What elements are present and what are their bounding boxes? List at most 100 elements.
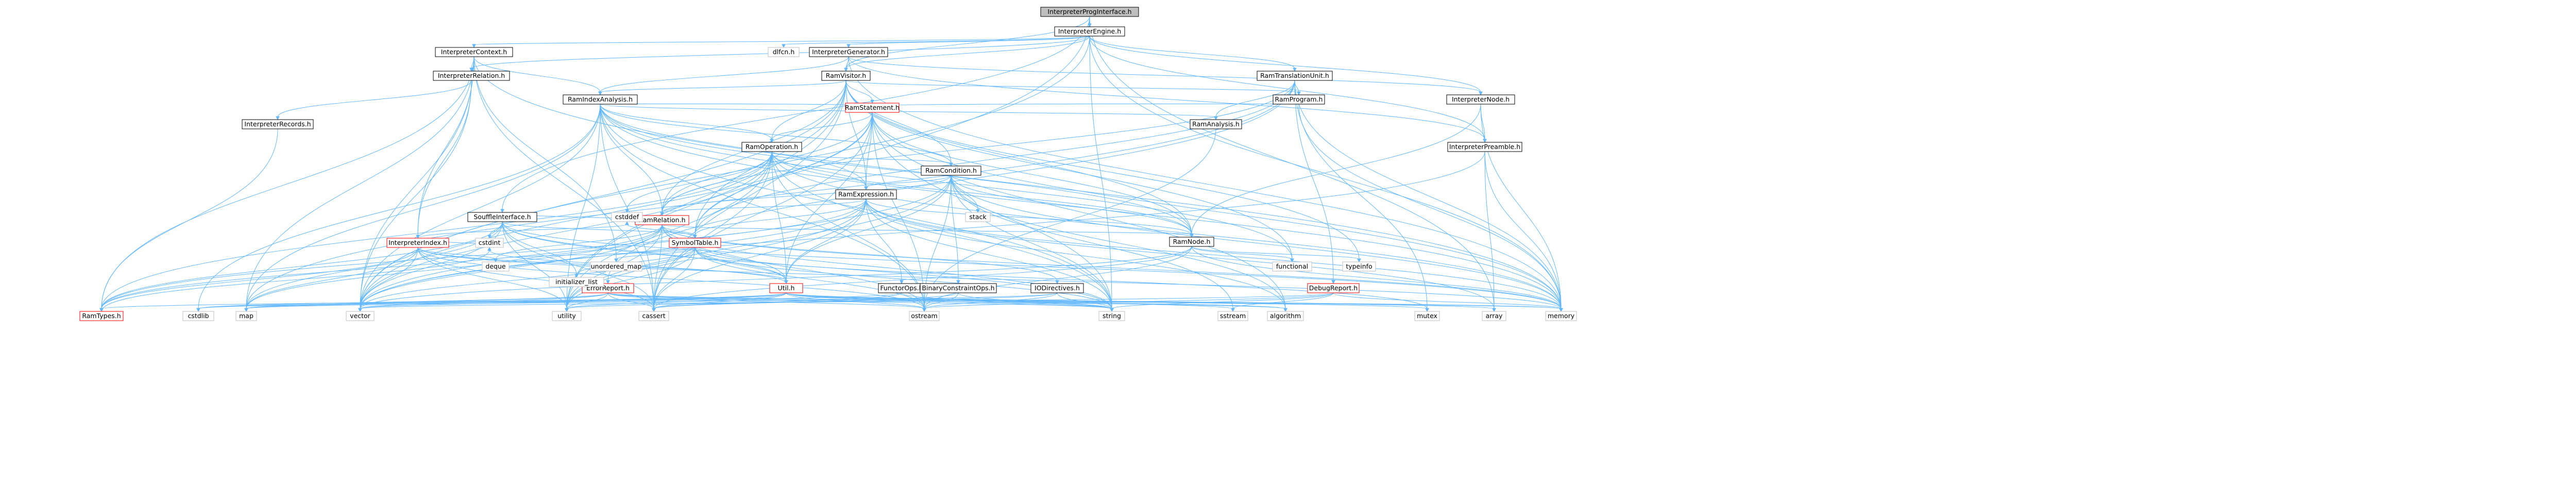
node-vector[interactable]: vector (346, 311, 375, 321)
node-cstdlib[interactable]: cstdlib (182, 311, 214, 321)
node-label: InterpreterProgInterface.h (1047, 8, 1131, 15)
dependency-edge-indexanalysis-statement (600, 102, 874, 107)
node-box (475, 238, 504, 248)
node-map[interactable]: map (235, 311, 257, 321)
node-dlfcn[interactable]: dlfcn.h (768, 47, 800, 57)
node-label: SouffleInterface.h (473, 213, 531, 221)
dependency-edge-indexanalysis-analysis (600, 104, 1218, 121)
dependency-edge-souffle-cstdint (487, 221, 503, 239)
node-initlist[interactable]: initializer_list (549, 277, 604, 287)
node-box (1098, 311, 1125, 321)
node-records[interactable]: InterpreterRecords.h (242, 119, 314, 129)
node-cstddef[interactable]: cstddef (611, 212, 643, 222)
dependency-edge-operation-condition (771, 151, 953, 167)
node-utility[interactable]: utility (552, 311, 582, 321)
node-stack[interactable]: stack (965, 212, 991, 222)
dependency-edge-context-map (244, 56, 474, 312)
node-expression[interactable]: RamExpression.h (835, 189, 897, 200)
node-box (482, 261, 510, 272)
node-box (1307, 283, 1360, 293)
node-label: RamAnalysis.h (1192, 120, 1240, 128)
node-functorops[interactable]: FunctorOps.h (878, 283, 925, 293)
node-label: FunctorOps.h (880, 284, 923, 292)
node-deque[interactable]: deque (482, 261, 510, 272)
node-box (386, 238, 449, 248)
dependency-edge-visitor-indexanalysis (598, 80, 846, 96)
dependency-edge-debugreport-vector (358, 292, 1334, 312)
node-indexanalysis[interactable]: RamIndexAnalysis.h (563, 94, 638, 105)
node-util[interactable]: Util.h (769, 283, 803, 293)
node-souffle[interactable]: SouffleInterface.h (467, 212, 537, 222)
node-transunit[interactable]: RamTranslationUnit.h (1257, 71, 1333, 81)
node-label: sstream (1220, 312, 1246, 320)
node-iodirectives[interactable]: IODirectives.h (1030, 283, 1084, 293)
dependency-edge-transunit-mutex (1294, 80, 1429, 312)
node-statement[interactable]: RamStatement.h (845, 103, 900, 113)
node-box (235, 311, 257, 321)
node-typeinfo[interactable]: typeinfo (1342, 261, 1376, 272)
node-binconstr[interactable]: BinaryConstraintOps.h (920, 283, 997, 293)
dependency-edge-symtab-cstddef (625, 221, 696, 239)
node-string[interactable]: string (1098, 311, 1125, 321)
dependency-edge-functorops-string (901, 292, 1114, 312)
node-label: InterpreterEngine.h (1058, 27, 1121, 35)
dependency-edge-records-ramtypes (99, 128, 278, 312)
dependency-edge-indexanalysis-cstdlib (196, 104, 601, 312)
node-functional[interactable]: functional (1272, 261, 1312, 272)
node-ramtypes[interactable]: RamTypes.h (79, 311, 124, 321)
node-interpindex[interactable]: InterpreterIndex.h (386, 238, 449, 248)
node-generator[interactable]: InterpreterGenerator.h (809, 47, 888, 57)
node-box (549, 277, 604, 287)
node-box (1342, 261, 1376, 272)
node-box (467, 212, 537, 222)
node-relation[interactable]: InterpreterRelation.h (433, 71, 510, 81)
node-program[interactable]: RamProgram.h (1273, 94, 1325, 105)
node-symtab[interactable]: SymbolTable.h (669, 238, 721, 248)
node-debugreport[interactable]: DebugReport.h (1307, 283, 1360, 293)
dependency-edge-statement-operation (770, 112, 873, 143)
node-label: RamExpression.h (838, 190, 894, 198)
dependency-edge-souffle-memory (502, 221, 1563, 312)
node-box (1414, 311, 1440, 321)
node-label: InterpreterContext.h (441, 48, 507, 56)
node-ramrelation[interactable]: RamRelation.h (635, 215, 689, 225)
node-label: RamRelation.h (638, 216, 685, 224)
node-box (921, 165, 981, 176)
node-box (1054, 26, 1125, 37)
node-box (669, 238, 721, 248)
node-context[interactable]: InterpreterContext.h (435, 47, 513, 57)
node-unordmap[interactable]: unordered_map (590, 261, 642, 272)
node-analysis[interactable]: RamAnalysis.h (1190, 119, 1242, 129)
dependency-edge-transunit-debugreport (1294, 80, 1335, 285)
dependency-edge-engine-transunit (1089, 36, 1297, 72)
dependency-edge-debugreport-ostream (922, 292, 1334, 312)
node-box (769, 283, 803, 293)
dependency-edge-indexanalysis-operation (600, 104, 774, 143)
node-interpnode[interactable]: InterpreterNode.h (1446, 94, 1515, 105)
node-mutex[interactable]: mutex (1414, 311, 1440, 321)
node-cstdint[interactable]: cstdint (475, 238, 504, 248)
node-sstream[interactable]: sstream (1217, 311, 1248, 321)
dependency-edge-root-souffle (500, 16, 1090, 213)
dependency-edge-ramnode-memory (1191, 246, 1563, 312)
node-root: InterpreterProgInterface.h (1040, 7, 1139, 17)
node-engine[interactable]: InterpreterEngine.h (1054, 26, 1125, 37)
node-visitor[interactable]: RamVisitor.h (821, 71, 871, 81)
node-ostream[interactable]: ostream (909, 311, 940, 321)
node-condition[interactable]: RamCondition.h (921, 165, 981, 176)
node-cassert[interactable]: cassert (638, 311, 669, 321)
node-label: Util.h (778, 284, 795, 292)
dependency-edge-ramrelation-ramnode (662, 224, 1194, 238)
node-ramnode[interactable]: RamNode.h (1169, 237, 1214, 247)
node-operation[interactable]: RamOperation.h (741, 142, 802, 152)
node-label: array (1486, 312, 1503, 320)
node-box (590, 261, 642, 272)
node-label: utility (557, 312, 576, 320)
node-preamble[interactable]: InterpreterPreamble.h (1447, 142, 1522, 152)
node-array[interactable]: array (1482, 311, 1506, 321)
node-memory[interactable]: memory (1545, 311, 1577, 321)
node-box (1446, 94, 1515, 105)
node-box (1190, 119, 1242, 129)
node-algorithm[interactable]: algorithm (1267, 311, 1304, 321)
dependency-edge-util-mutex (786, 292, 1429, 312)
